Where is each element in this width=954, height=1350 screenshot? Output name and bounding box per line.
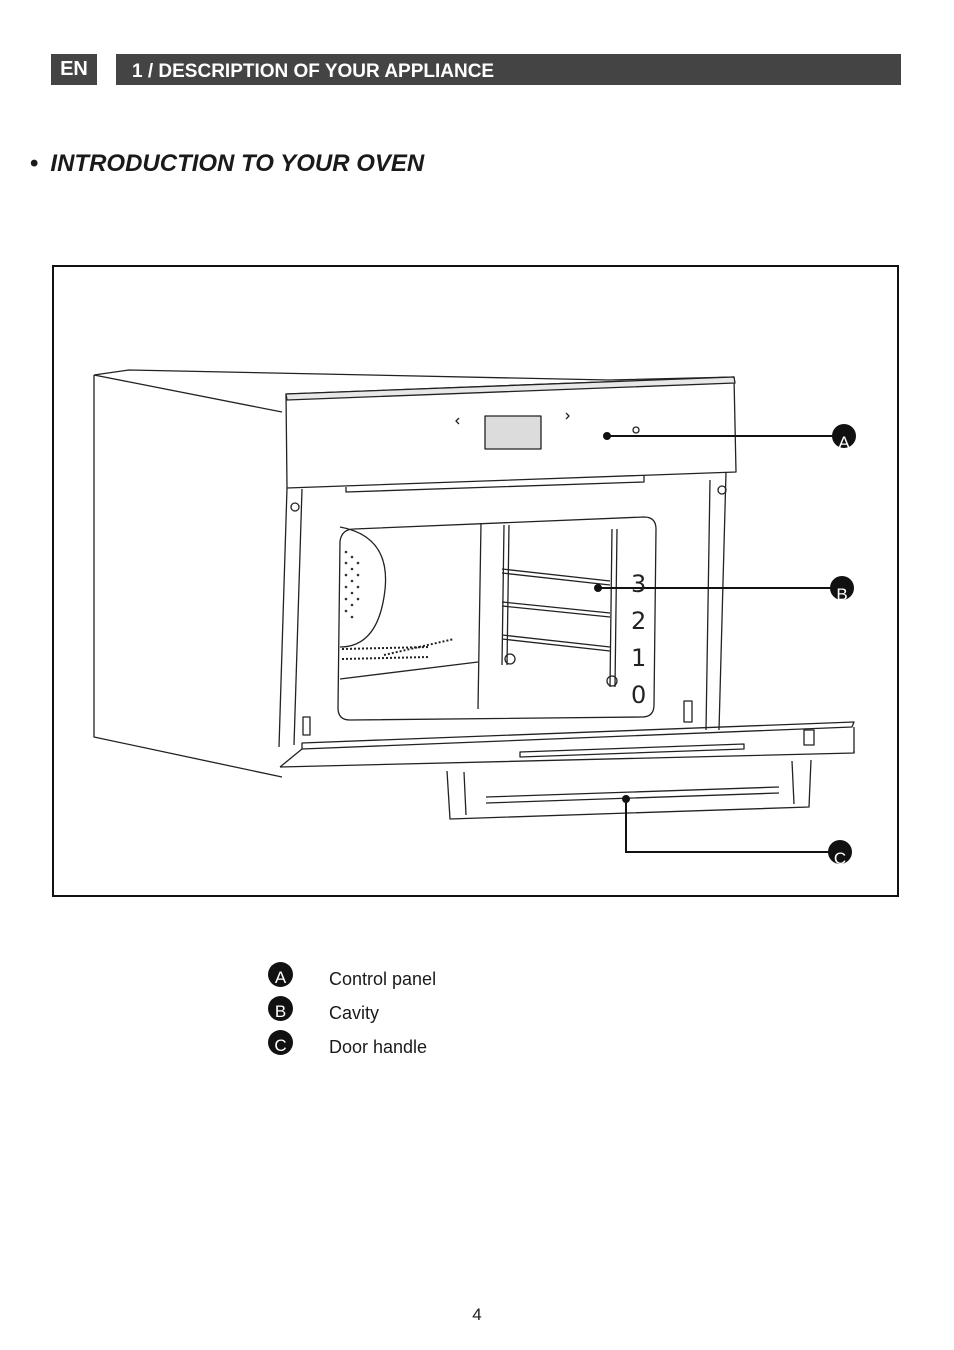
cavity-opening <box>337 516 657 721</box>
intro-title: INTRODUCTION TO YOUR OVEN <box>50 150 425 177</box>
callout-a-letter: A <box>838 433 850 452</box>
callout-c-marker <box>828 840 852 864</box>
shelf-level-0: 0 <box>631 681 646 709</box>
legend-letter-a: A <box>268 962 293 987</box>
callout-b-letter: B <box>836 585 847 604</box>
oven-illustration: A B C 3 2 1 0 <box>93 369 856 868</box>
legend-letter-b: B <box>268 996 293 1021</box>
shelf-level-2: 2 <box>631 607 646 635</box>
legend-label-cavity: Cavity <box>329 1003 380 1023</box>
front-frame <box>278 471 727 748</box>
legend-label-door-handle: Door handle <box>329 1037 428 1057</box>
door-handle <box>446 759 812 820</box>
callout-c-letter: C <box>834 849 846 868</box>
language-badge: EN <box>51 54 97 85</box>
power-button-icon <box>632 426 640 434</box>
oven-figure: A B C 3 2 1 0 <box>52 265 899 897</box>
callout-a-marker <box>832 424 856 448</box>
heading-bullet: • <box>30 150 39 177</box>
leader-line-c <box>625 799 842 853</box>
shelf-rails <box>501 524 618 688</box>
page-number: 4 <box>472 1305 482 1324</box>
intro-heading: • INTRODUCTION TO YOUR OVEN <box>30 150 424 178</box>
oven-body-outline <box>93 369 735 778</box>
shelf-level-1: 1 <box>631 644 646 672</box>
callout-b-marker <box>830 576 854 600</box>
legend-letter-c: C <box>268 1030 293 1055</box>
section-title-bar: 1 / DESCRIPTION OF YOUR APPLIANCE <box>116 54 901 85</box>
display-window <box>484 415 542 450</box>
shelf-level-3: 3 <box>631 570 646 598</box>
oven-door <box>279 721 855 768</box>
legend-label-control-panel: Control panel <box>329 969 437 989</box>
